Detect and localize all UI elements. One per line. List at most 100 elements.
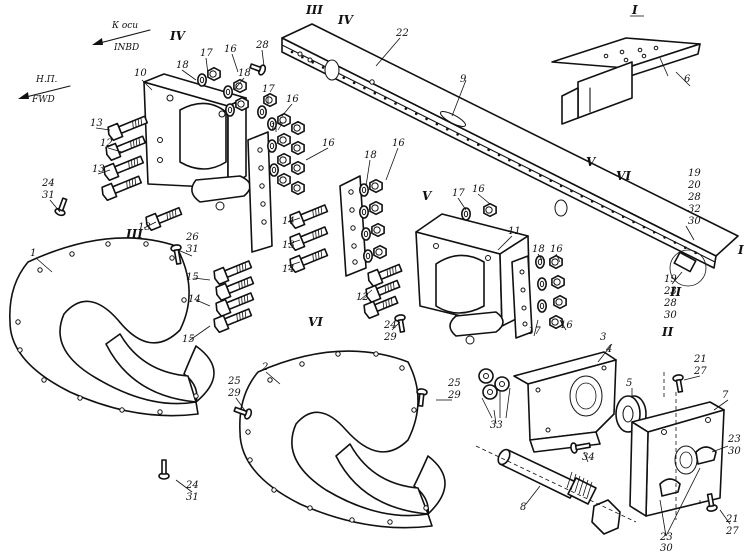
view-label-iv-b: IV [169, 29, 187, 43]
callout-16a: 16 [224, 44, 237, 55]
callout-25a: 25 [227, 376, 241, 387]
callout-30c: 30 [728, 446, 741, 457]
hex-nut [483, 202, 497, 218]
callout-9: 9 [460, 74, 467, 85]
bolt [215, 276, 255, 302]
view-label-iv: IV [337, 13, 355, 27]
callout-16g: 16 [560, 320, 573, 331]
callout-33: 33 [490, 420, 503, 431]
hex-nut [207, 66, 221, 82]
hex-nut [551, 274, 565, 290]
screw [570, 442, 591, 454]
hex-nut [291, 120, 305, 136]
callout-10: 10 [134, 68, 147, 79]
callout-1: 1 [30, 248, 36, 259]
callout-14a: 14 [282, 216, 295, 227]
fitting-10 [143, 73, 273, 253]
callout-29c: 29 [447, 390, 461, 401]
fairing-2 [239, 350, 446, 529]
callout-group-28c: 28 [663, 298, 677, 309]
callout-17c: 17 [270, 122, 283, 133]
callout-group-30a: 30 [688, 216, 701, 227]
hex-nut [291, 180, 305, 196]
callout-group-23a: 23 [663, 286, 677, 297]
washer [197, 73, 208, 87]
washer [256, 105, 267, 119]
inboard-direction-arrow [92, 29, 151, 45]
callout-3: 3 [600, 332, 606, 343]
callout-group-28b: 28 [687, 192, 701, 203]
view-label-vi-b: VI [308, 315, 323, 329]
callout-31c: 31 [186, 492, 199, 503]
screw [249, 63, 267, 76]
view-label-v: V [586, 155, 597, 169]
hex-nut [553, 294, 567, 310]
callout-2: 2 [261, 362, 268, 373]
callout-group-32: 32 [688, 204, 701, 215]
washer [223, 85, 234, 99]
washer [360, 227, 371, 241]
callout-11: 11 [508, 226, 521, 237]
callout-13c: 13 [138, 222, 151, 233]
screw [706, 493, 718, 512]
washer [362, 249, 373, 263]
hex-nut [369, 200, 383, 216]
fitting-11 [415, 213, 533, 345]
fwd-label-en: FWD [31, 95, 55, 105]
bracket-7 [629, 372, 725, 520]
hex-nut [233, 78, 247, 94]
callout-22: 22 [395, 28, 409, 39]
bolt [215, 292, 255, 318]
bolt [363, 295, 399, 320]
washer [266, 139, 277, 153]
view-label-i-b: I [737, 243, 744, 257]
callout-29a: 29 [383, 332, 397, 343]
callout-21a: 21 [693, 354, 707, 365]
washer [225, 103, 236, 117]
bolt [213, 308, 253, 334]
callout-group-20: 20 [687, 180, 701, 191]
view-label-iii-b: III [125, 227, 143, 241]
forward-direction-arrow [18, 85, 71, 99]
callout-27b: 27 [725, 526, 739, 537]
bolt [213, 260, 253, 286]
bolt [105, 135, 147, 162]
callout-29b: 29 [227, 388, 241, 399]
callout-12a: 12 [100, 138, 113, 149]
callout-labels: 1 2 3 4 5 6 7 8 9 10 11 12 12 13 13 13 1… [30, 28, 741, 553]
callout-17b: 17 [262, 84, 275, 95]
callout-13d: 13 [282, 240, 295, 251]
callout-24c: 24 [185, 480, 199, 491]
washer [534, 255, 545, 269]
callout-15a: 15 [186, 272, 199, 283]
hex-nut [549, 254, 563, 270]
axis-label-en: INBD [113, 43, 139, 53]
callout-31b: 31 [186, 244, 199, 255]
callout-15b: 15 [182, 334, 195, 345]
bolt [101, 175, 143, 202]
hex-nut [291, 160, 305, 176]
callout-28: 28 [255, 40, 269, 51]
screw [170, 244, 182, 265]
callout-16c: 16 [322, 138, 335, 149]
callout-26: 26 [185, 232, 199, 243]
callout-34: 34 [582, 452, 595, 463]
screw [394, 314, 406, 333]
screw [672, 374, 684, 393]
view-label-v-b: V [422, 189, 433, 203]
bolt [367, 263, 403, 288]
view-i-bracket [551, 37, 701, 125]
callout-18a: 18 [176, 60, 189, 71]
hex-nut [291, 140, 305, 156]
hex-nut [277, 172, 291, 188]
callout-31a: 31 [42, 190, 55, 201]
callout-14c: 14 [188, 294, 201, 305]
screw [158, 459, 170, 480]
bolt [145, 206, 183, 232]
view-label-iii: III [305, 3, 323, 17]
hex-nut [263, 92, 277, 108]
shaft-8 [475, 445, 637, 535]
callout-group-19a: 19 [688, 168, 701, 179]
washer [536, 277, 547, 291]
